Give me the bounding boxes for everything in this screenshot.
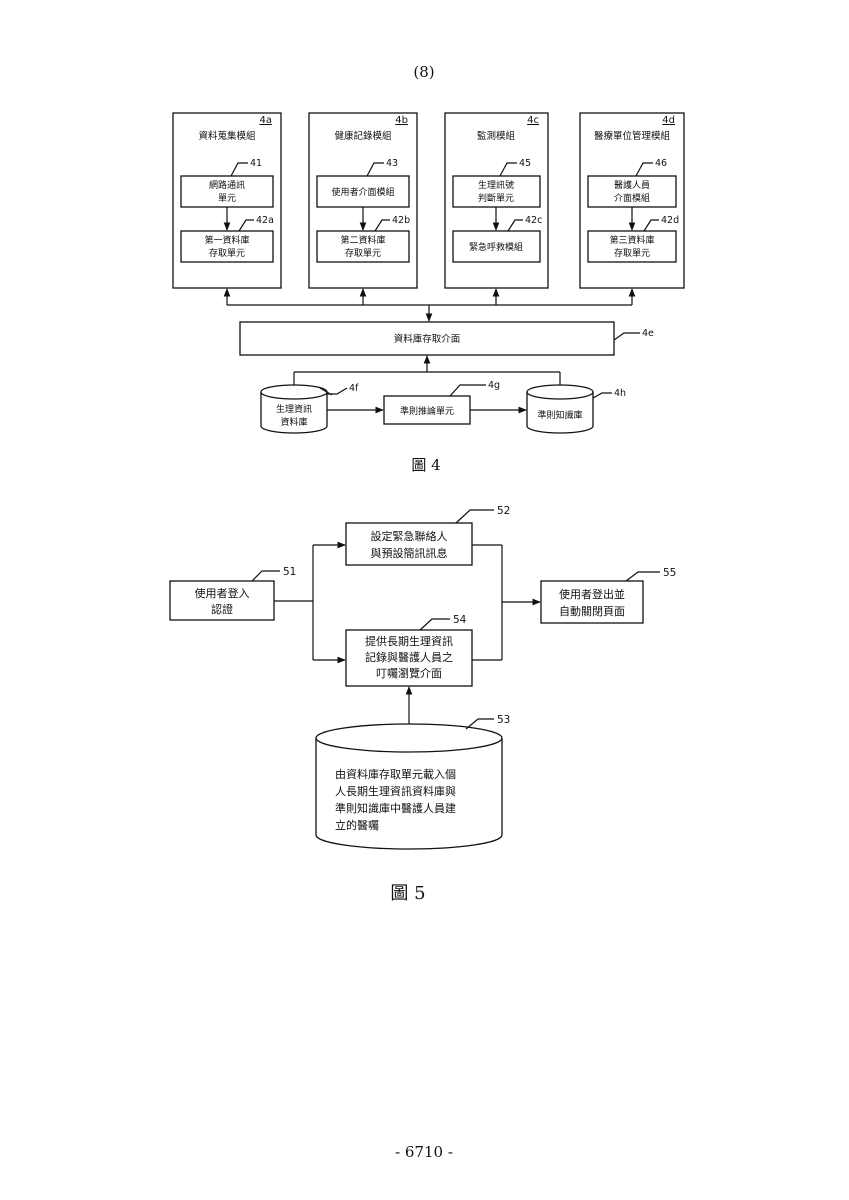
module-ref: 4a bbox=[260, 115, 273, 126]
module-monitoring: 4c 監測模組 生理訊號 判斷單元 45 緊急呼救模組 42c bbox=[445, 113, 548, 288]
ref-number: 42b bbox=[392, 215, 410, 226]
ref-number: 41 bbox=[250, 158, 262, 169]
box-label: 資料庫 bbox=[280, 416, 307, 428]
box-label: 第一資料庫 bbox=[204, 234, 249, 246]
logout-box: 使用者登出並 自動關閉頁面 55 bbox=[541, 567, 676, 623]
module-title: 醫療單位管理模組 bbox=[594, 130, 671, 142]
box-label: 使用者登出並 bbox=[559, 587, 625, 601]
ref-number: 55 bbox=[663, 567, 676, 579]
box-label: 準則知識庫中醫護人員建 bbox=[335, 801, 456, 815]
ref-number: 51 bbox=[283, 566, 296, 578]
box-label: 與預設簡訊訊息 bbox=[371, 546, 448, 560]
module-data-collection: 4a 資料蒐集模組 網路通訊 單元 41 第一資料庫 存取單元 42a bbox=[173, 113, 281, 288]
figure-4-caption: 圖 4 bbox=[411, 456, 440, 474]
box-label: 醫護人員 bbox=[614, 179, 650, 191]
box-label: 第三資料庫 bbox=[609, 234, 654, 246]
box-label: 存取單元 bbox=[209, 247, 245, 259]
box-label: 提供長期生理資訊 bbox=[365, 634, 453, 648]
module-title: 監測模組 bbox=[477, 130, 516, 142]
module-ref: 4b bbox=[395, 115, 408, 126]
box-label: 單元 bbox=[218, 193, 236, 204]
box-label: 人長期生理資訊資料庫與 bbox=[335, 784, 456, 798]
box-label: 設定緊急聯絡人 bbox=[371, 529, 448, 543]
module-medical-unit-management: 4d 醫療單位管理模組 醫護人員 介面模組 46 第三資料庫 存取單元 42d bbox=[580, 113, 684, 288]
page-footer: - 6710 - bbox=[395, 1143, 453, 1161]
box-label: 記錄與醫護人員之 bbox=[365, 650, 453, 664]
medical-records-database-cylinder: 由資料庫存取單元載入個 人長期生理資訊資料庫與 準則知識庫中醫護人員建 立的醫囑… bbox=[316, 714, 510, 849]
browse-interface-box: 提供長期生理資訊 記錄與醫護人員之 叮囑瀏覽介面 54 bbox=[346, 614, 472, 686]
box-label: 準則知識庫 bbox=[537, 409, 582, 421]
module-ref: 4d bbox=[662, 115, 675, 126]
box-label: 使用者介面模組 bbox=[331, 186, 394, 198]
ref-number: 43 bbox=[386, 158, 398, 169]
box-label: 介面模組 bbox=[614, 192, 650, 204]
figure-4: 4a 資料蒐集模組 網路通訊 單元 41 第一資料庫 存取單元 42a 4b 健… bbox=[173, 113, 684, 474]
box-label: 資料庫存取介面 bbox=[394, 333, 461, 345]
box-label: 使用者登入 bbox=[195, 586, 250, 600]
ref-number: 53 bbox=[497, 714, 510, 726]
ref-number: 4g bbox=[488, 380, 500, 391]
rule-knowledge-base-cylinder: 準則知識庫 4h bbox=[527, 385, 626, 433]
module-title: 健康記錄模組 bbox=[334, 130, 392, 142]
ref-number: 54 bbox=[453, 614, 467, 626]
box-label: 認證 bbox=[211, 602, 233, 616]
ref-number: 42a bbox=[256, 215, 274, 226]
box-label: 存取單元 bbox=[345, 247, 381, 259]
box-label: 立的醫囑 bbox=[335, 818, 379, 832]
box-label: 存取單元 bbox=[614, 247, 650, 259]
ref-number: 4f bbox=[349, 383, 359, 394]
ref-number: 46 bbox=[655, 158, 667, 169]
box-label: 判斷單元 bbox=[478, 192, 514, 204]
login-box: 使用者登入 認證 51 bbox=[170, 566, 296, 620]
emergency-contact-box: 設定緊急聯絡人 與預設簡訊訊息 52 bbox=[346, 505, 510, 565]
page-header: (8) bbox=[413, 63, 434, 81]
module-health-record: 4b 健康記錄模組 使用者介面模組 43 第二資料庫 存取單元 42b bbox=[309, 113, 417, 288]
physiological-database-cylinder: 生理資訊 資料庫 4f bbox=[261, 383, 359, 433]
rule-inference-unit: 準則推論單元 4g bbox=[384, 380, 500, 424]
module-title: 資料蒐集模組 bbox=[198, 130, 256, 142]
box-label: 網路通訊 bbox=[209, 179, 245, 191]
ref-number: 4h bbox=[614, 388, 626, 399]
module-ref: 4c bbox=[527, 115, 539, 126]
ref-number: 52 bbox=[497, 505, 510, 517]
box-label: 第二資料庫 bbox=[340, 234, 385, 246]
bus-connectors bbox=[227, 289, 632, 321]
ref-number: 42c bbox=[525, 215, 542, 226]
box-label: 準則推論單元 bbox=[400, 405, 454, 417]
box-label: 生理資訊 bbox=[276, 403, 312, 415]
database-access-interface: 資料庫存取介面 4e bbox=[240, 322, 654, 355]
ref-number: 42d bbox=[661, 215, 679, 226]
box-label: 叮囑瀏覽介面 bbox=[376, 666, 442, 680]
ref-number: 4e bbox=[642, 328, 654, 339]
box-label: 由資料庫存取單元載入個 bbox=[335, 767, 456, 781]
ref-number: 45 bbox=[519, 158, 531, 169]
box-label: 緊急呼救模組 bbox=[469, 241, 523, 253]
box-label: 生理訊號 bbox=[478, 179, 514, 191]
figure-5-caption: 圖 5 bbox=[390, 883, 425, 904]
box-label: 自動關閉頁面 bbox=[559, 604, 625, 618]
figure-5: 使用者登入 認證 51 設定緊急聯絡人 與預設簡訊訊息 52 提供長期生理資訊 … bbox=[170, 505, 676, 904]
